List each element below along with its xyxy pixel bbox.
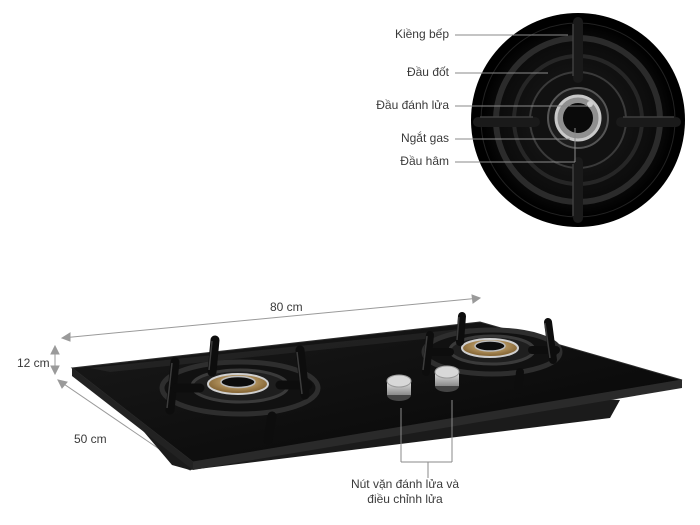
label-grate: Kiềng bếp xyxy=(394,27,449,41)
burner-closeup xyxy=(471,13,685,227)
right-grate xyxy=(422,312,560,394)
knob-caption: Nút vặn đánh lửa và điều chỉnh lửa xyxy=(330,477,480,507)
right-burner xyxy=(421,312,563,394)
label-burner-head: Đầu đốt xyxy=(406,65,449,79)
label-gas-cutoff: Ngắt gas xyxy=(400,131,449,145)
label-igniter: Đầu đánh lửa xyxy=(376,98,449,112)
knob-left xyxy=(386,374,412,401)
knob-caption-line2: điều chỉnh lửa xyxy=(367,492,443,506)
knob-right xyxy=(434,365,460,392)
dimension-depth-label: 50 cm xyxy=(74,432,107,446)
left-grate xyxy=(165,335,313,445)
callout-lines xyxy=(455,34,588,163)
dimension-height-label: 12 cm xyxy=(17,356,50,370)
left-burner xyxy=(159,335,321,445)
knob-caption-line1: Nút vặn đánh lửa và xyxy=(350,477,460,491)
dimension-width-label: 80 cm xyxy=(270,300,303,314)
label-simmer-cap: Đầu hâm xyxy=(400,154,449,168)
knob-callout-lines xyxy=(400,400,453,478)
grate-arms-closeup xyxy=(473,17,681,223)
